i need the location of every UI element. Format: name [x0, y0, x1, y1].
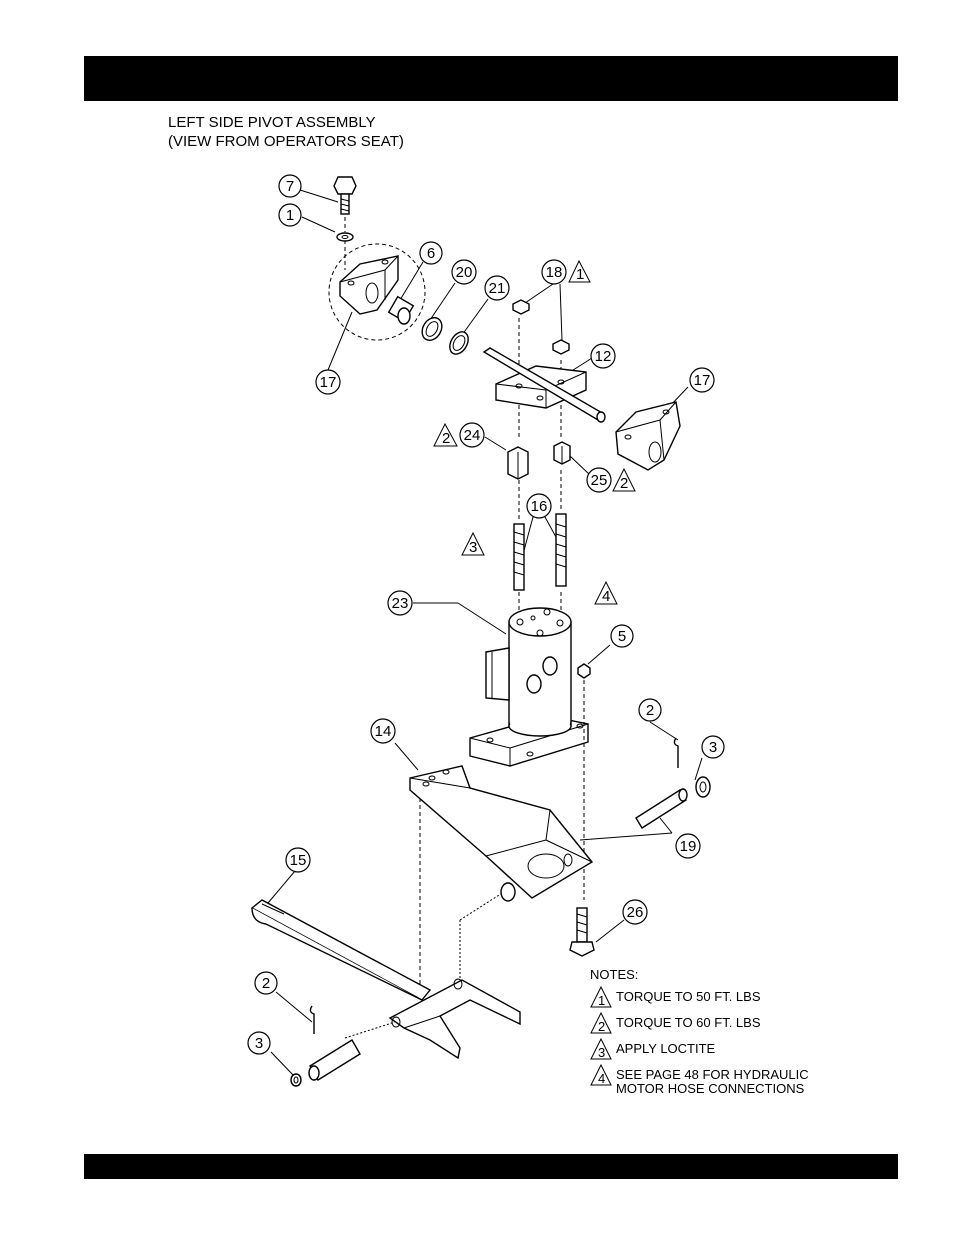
callout-16: 16 — [527, 494, 551, 518]
notes-section: NOTES: 1 TORQUE TO 50 FT. LBS 2 TORQUE T… — [590, 968, 809, 1108]
svg-text:3: 3 — [709, 739, 717, 756]
svg-text:20: 20 — [456, 264, 473, 281]
washer-1 — [337, 233, 353, 241]
callout-5: 5 — [611, 625, 633, 647]
callout-25: 25 — [587, 468, 611, 492]
svg-text:21: 21 — [489, 280, 506, 297]
callout-6: 6 — [420, 242, 442, 264]
svg-text:1: 1 — [576, 266, 584, 283]
callout-12: 12 — [591, 344, 615, 368]
svg-text:23: 23 — [392, 595, 409, 612]
svg-text:26: 26 — [627, 904, 644, 921]
callout-3-left: 3 — [248, 1032, 270, 1054]
svg-text:14: 14 — [375, 723, 392, 740]
flag-16: 3 — [462, 533, 484, 556]
svg-text:24: 24 — [464, 427, 481, 444]
pin-left — [309, 1040, 360, 1080]
pivot-base-14 — [410, 766, 592, 901]
svg-text:25: 25 — [591, 472, 608, 489]
svg-text:19: 19 — [680, 838, 697, 855]
bearing-block-17-right — [616, 402, 680, 470]
washer-3-left — [291, 1074, 301, 1086]
callout-3-right: 3 — [702, 736, 724, 758]
note-flag-icon: 4 — [590, 1064, 612, 1086]
arm-15 — [252, 900, 520, 1058]
note-text: TORQUE TO 50 FT. LBS — [616, 990, 809, 1004]
svg-text:2: 2 — [442, 430, 450, 447]
pin-19 — [636, 789, 687, 828]
callout-17-right: 17 — [690, 368, 714, 392]
flag-18: 1 — [569, 261, 590, 283]
callout-2-right: 2 — [639, 699, 661, 721]
note-item: 4 SEE PAGE 48 FOR HYDRAULIC MOTOR HOSE C… — [590, 1068, 809, 1096]
callout-24: 24 — [460, 423, 484, 447]
svg-text:2: 2 — [620, 475, 628, 492]
note-item: 3 APPLY LOCTITE — [590, 1042, 809, 1056]
svg-text:12: 12 — [595, 348, 612, 365]
svg-text:3: 3 — [469, 539, 477, 556]
callout-15: 15 — [286, 848, 310, 872]
callout-26: 26 — [623, 900, 647, 924]
note-flag-icon: 2 — [590, 1012, 612, 1034]
svg-text:6: 6 — [427, 245, 435, 262]
washer-20 — [418, 314, 446, 344]
bolt-26 — [570, 908, 594, 956]
svg-text:4: 4 — [602, 588, 610, 605]
svg-text:1: 1 — [598, 993, 605, 1008]
callout-7: 7 — [279, 175, 301, 197]
svg-text:17: 17 — [320, 374, 337, 391]
cotter-pin-2-left — [310, 1006, 314, 1034]
coupling-nut-24 — [508, 447, 528, 479]
svg-text:17: 17 — [694, 372, 711, 389]
flag-25: 2 — [613, 469, 635, 492]
flag-24: 2 — [434, 424, 457, 447]
note-item: 2 TORQUE TO 60 FT. LBS — [590, 1016, 809, 1030]
svg-text:15: 15 — [290, 852, 307, 869]
callout-23: 23 — [388, 591, 412, 615]
svg-text:16: 16 — [531, 498, 548, 515]
washer-3-right — [696, 777, 710, 797]
callout-21: 21 — [485, 276, 509, 300]
svg-text:3: 3 — [255, 1035, 263, 1052]
bolt-7 — [334, 177, 356, 214]
svg-text:18: 18 — [546, 264, 563, 281]
note-item: 1 TORQUE TO 50 FT. LBS — [590, 990, 809, 1004]
callout-1: 1 — [279, 204, 301, 226]
callout-18: 18 — [542, 260, 566, 284]
notes-heading: NOTES: — [590, 968, 809, 982]
callout-14: 14 — [371, 719, 395, 743]
svg-text:7: 7 — [286, 178, 294, 195]
note-text: TORQUE TO 60 FT. LBS — [616, 1016, 809, 1030]
svg-text:2: 2 — [646, 702, 654, 719]
studs-16 — [514, 514, 566, 590]
bearing-block-17-left — [329, 244, 425, 340]
nut-25 — [554, 442, 570, 464]
callout-2-left: 2 — [255, 972, 277, 994]
flag-23: 4 — [595, 582, 617, 605]
shaft-plate-12 — [484, 348, 605, 422]
note-text: SEE PAGE 48 FOR HYDRAULIC — [616, 1068, 809, 1082]
svg-text:2: 2 — [262, 975, 270, 992]
note-text-continued: MOTOR HOSE CONNECTIONS — [616, 1082, 809, 1096]
motor-housing-23 — [470, 608, 588, 766]
note-flag-icon: 3 — [590, 1038, 612, 1060]
callout-20: 20 — [452, 260, 476, 284]
svg-text:3: 3 — [598, 1045, 605, 1060]
note-flag-icon: 1 — [590, 986, 612, 1008]
note-text: APPLY LOCTITE — [616, 1042, 809, 1056]
svg-text:1: 1 — [286, 207, 294, 224]
callout-17-left: 17 — [316, 370, 340, 394]
washer-21 — [446, 329, 472, 358]
svg-text:4: 4 — [598, 1071, 605, 1086]
bushing-6 — [389, 297, 414, 324]
svg-text:5: 5 — [618, 628, 626, 645]
callout-19: 19 — [676, 834, 700, 858]
cotter-pin-2-right — [674, 738, 678, 768]
svg-text:2: 2 — [598, 1019, 605, 1034]
